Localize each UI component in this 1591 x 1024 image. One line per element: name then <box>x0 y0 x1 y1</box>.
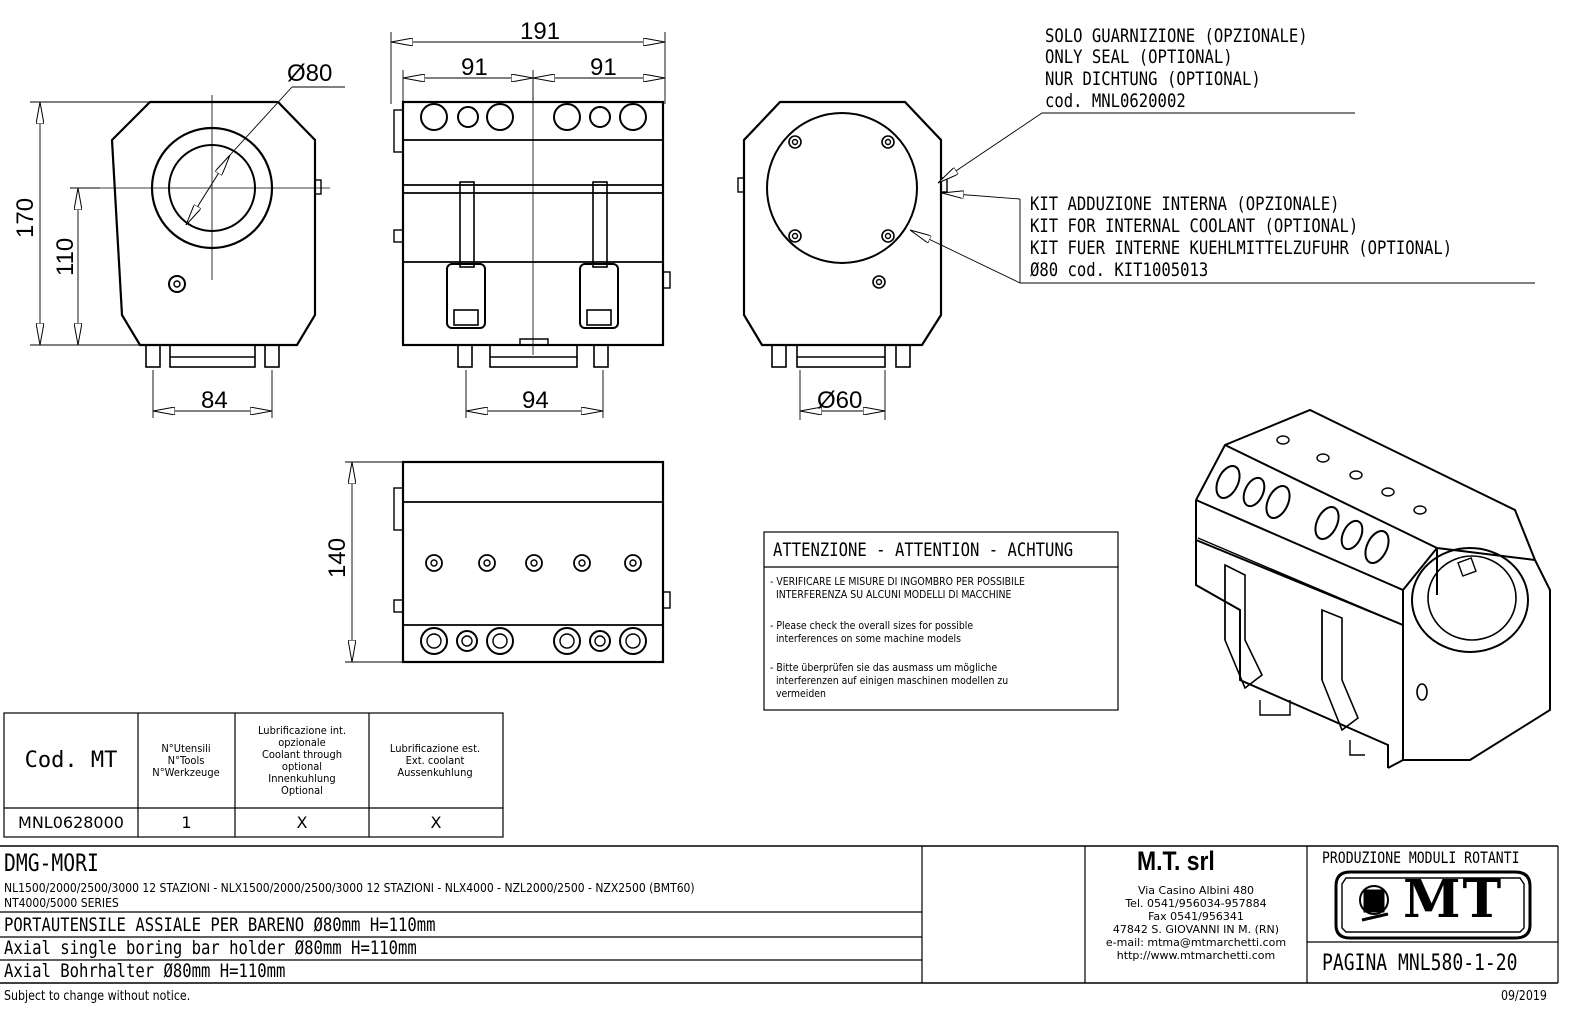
table-header-internal-coolant: Lubrificazione int. opzionale Coolant th… <box>257 723 347 797</box>
warning-it-1: - VERIFICARE LE MISURE DI INGOMBRO PER P… <box>770 575 1025 588</box>
change-notice: Subject to change without notice. <box>4 989 191 1004</box>
warning-de-3: vermeiden <box>770 687 826 700</box>
company-name: M.T. srl <box>1137 846 1215 876</box>
top-view <box>393 460 671 664</box>
dim-94: 94 <box>522 387 549 414</box>
warning-en-2: interferences on some machine models <box>770 632 962 645</box>
warning-box <box>763 531 1119 711</box>
description-en: Axial single boring bar holder Ø80mm H=1… <box>4 937 417 959</box>
warning-de-2: interferenzen auf einigen maschinen mode… <box>770 674 1009 687</box>
company-address-6: http://www.mtmarchetti.com <box>1116 949 1276 962</box>
compatible-series: NT4000/5000 SERIES <box>4 896 119 910</box>
seal-callout-line-4: cod. MNL0620002 <box>1045 90 1186 112</box>
table-header-tools: N°Utensili N°Tools N°Werkzeuge <box>152 741 220 779</box>
table-header-external-coolant: Lubrificazione est. Ext. coolant Aussenk… <box>389 741 481 779</box>
dim-140: 140 <box>324 537 351 578</box>
dim-170: 170 <box>12 197 39 238</box>
company-address-3: Fax 0541/956341 <box>1148 910 1244 923</box>
seal-callout-line-1: SOLO GUARNIZIONE (OPZIONALE) <box>1045 25 1308 47</box>
company-address-2: Tel. 0541/956034-957884 <box>1125 897 1267 910</box>
title-block-grid <box>0 845 1559 984</box>
table-header-code: Cod. MT <box>24 748 118 773</box>
dim-110: 110 <box>52 237 79 276</box>
front-view <box>100 86 345 368</box>
table-row-code: MNL0628000 <box>18 813 124 832</box>
side-view <box>393 95 671 368</box>
logo-text: MT <box>1403 869 1504 930</box>
company-logo <box>1334 870 1532 940</box>
dim-91-right: 91 <box>590 54 617 81</box>
compatible-models: NL1500/2000/2500/3000 12 STAZIONI - NLX1… <box>4 881 695 895</box>
rear-view <box>737 100 948 368</box>
table-row-tools: 1 <box>181 813 192 832</box>
page-code: PAGINA MNL580-1-20 <box>1322 951 1518 976</box>
company-address-1: Via Casino Albini 480 <box>1137 884 1255 897</box>
brand-title: DMG-MORI <box>4 849 99 877</box>
description-it: PORTAUTENSILE ASSIALE PER BARENO Ø80mm H… <box>4 914 436 936</box>
division-label: PRODUZIONE MODULI ROTANTI <box>1322 848 1520 867</box>
table-row-internal: X <box>296 813 308 832</box>
dim-phi80: Ø80 <box>287 60 333 87</box>
warning-de-1: - Bitte überprüfen sie das ausmass um mö… <box>770 661 998 674</box>
seal-callout-line-2: ONLY SEAL (OPTIONAL) <box>1045 46 1233 68</box>
company-address-4: 47842 S. GIOVANNI IN M. (RN) <box>1112 923 1280 936</box>
dim-91-left: 91 <box>461 54 488 81</box>
kit-callout-line-4: Ø80 cod. KIT1005013 <box>1030 259 1209 281</box>
kit-callout-line-1: KIT ADDUZIONE INTERNA (OPZIONALE) <box>1030 193 1340 215</box>
warning-title: ATTENZIONE - ATTENTION - ACHTUNG <box>773 539 1074 561</box>
company-address-5: e-mail: mtma@mtmarchetti.com <box>1105 936 1287 949</box>
warning-en-1: - Please check the overall sizes for pos… <box>770 619 974 632</box>
dim-phi60: Ø60 <box>817 387 863 414</box>
kit-callout-line-3: KIT FUER INTERNE KUEHLMITTELZUFUHR (OPTI… <box>1030 237 1453 259</box>
dim-84: 84 <box>201 387 228 414</box>
description-de: Axial Bohrhalter Ø80mm H=110mm <box>4 960 286 982</box>
kit-callout-line-2: KIT FOR INTERNAL COOLANT (OPTIONAL) <box>1030 215 1359 237</box>
table-row-external: X <box>430 813 442 832</box>
isometric-view <box>1195 408 1551 769</box>
seal-callout-line-3: NUR DICHTUNG (OPTIONAL) <box>1045 68 1261 90</box>
spec-table-grid <box>3 712 504 838</box>
dim-191: 191 <box>520 18 561 45</box>
warning-it-2: INTERFERENZA SU ALCUNI MODELLI DI MACCHI… <box>770 588 1012 601</box>
revision-date: 09/2019 <box>1501 989 1547 1004</box>
